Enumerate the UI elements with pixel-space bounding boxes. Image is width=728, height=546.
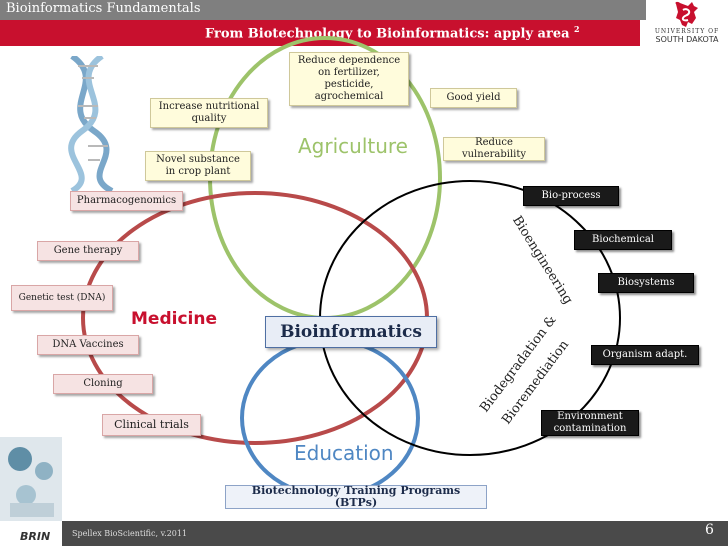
biodeg-item-organism-adapt: Organism adapt.	[591, 345, 699, 365]
bioeng-item-biosystems: Biosystems	[598, 273, 694, 293]
agriculture-label: Agriculture	[298, 134, 408, 158]
agri-item-good-yield: Good yield	[430, 88, 517, 108]
logo-name-line: SOUTH DAKOTA	[655, 35, 719, 44]
agri-item-novel-substance: Novel substance in crop plant	[145, 151, 251, 181]
logo-university-line: UNIVERSITY OF	[654, 28, 720, 35]
subtitle-bar	[0, 20, 640, 46]
med-item-gene-therapy: Gene therapy	[37, 241, 139, 261]
education-circle	[240, 338, 420, 498]
biodeg-item-environment-contamination: Environment contamination	[541, 410, 639, 436]
medicine-label: Medicine	[131, 309, 217, 329]
usd-logo	[646, 0, 728, 48]
bioeng-item-biochemical: Biochemical	[574, 230, 672, 250]
education-label: Education	[294, 441, 394, 465]
usd-coyote-icon	[675, 1, 698, 27]
page-number: 6	[705, 522, 714, 538]
footer-credit: Spellex BioScientific, v.2011	[72, 529, 188, 538]
slide-subtitle: From Biotechnology to Bioinformatics: ap…	[205, 24, 580, 42]
header-bar	[0, 0, 728, 20]
brin-logo-text: BRIN	[20, 530, 51, 543]
dna-helix-icon	[68, 56, 114, 191]
footer-bar	[0, 521, 728, 546]
med-item-dna-vaccines: DNA Vaccines	[37, 335, 139, 355]
bioeng-item-bio-process: Bio-process	[523, 186, 619, 206]
agri-item-nutritional-quality: Increase nutritional quality	[150, 98, 268, 128]
med-item-cloning: Cloning	[53, 374, 153, 394]
bioinformatics-box: Bioinformatics	[265, 316, 437, 348]
med-item-clinical-trials: Clinical trials	[102, 414, 201, 436]
slide-title: Bioinformatics Fundamentals	[6, 1, 201, 16]
edu-item-btp: Biotechnology Training Programs (BTPs)	[225, 485, 487, 509]
agri-item-reduce-dependence: Reduce dependence on fertilizer, pestici…	[289, 52, 409, 106]
med-item-genetic-test: Genetic test (DNA)	[11, 285, 113, 311]
cells-image	[0, 437, 62, 521]
brin-logo	[0, 521, 62, 546]
agri-item-reduce-vulnerability: Reduce vulnerability	[443, 137, 545, 161]
med-item-pharmacogenomics: Pharmacogenomics	[70, 191, 183, 211]
